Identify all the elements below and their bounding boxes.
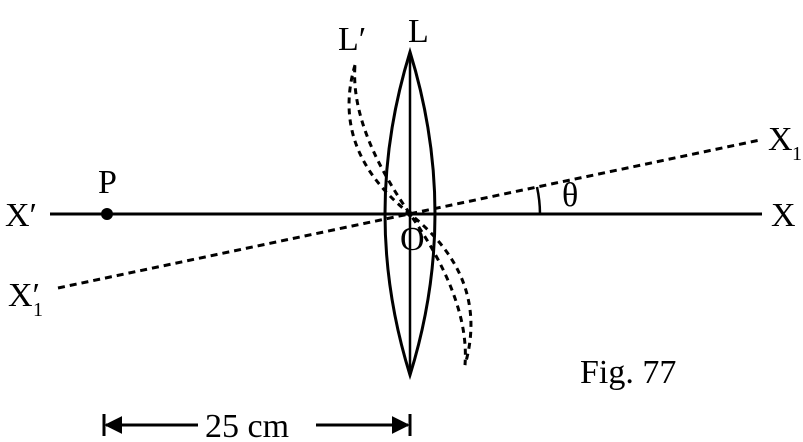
- label-o: O: [400, 221, 425, 258]
- label-theta: θ: [562, 177, 578, 214]
- label-l: L: [408, 13, 429, 50]
- label-l-prime: L′: [338, 21, 366, 58]
- label-x1-prime: X′: [8, 277, 40, 314]
- label-x1-subscript: 1: [792, 143, 802, 165]
- label-x-prime: X′: [5, 197, 37, 234]
- tilted-lens: [347, 64, 473, 366]
- center-o-marker: [407, 211, 413, 217]
- distance-label: 25 cm: [205, 408, 289, 442]
- angle-arc: [535, 186, 542, 215]
- label-p: P: [98, 164, 117, 201]
- point-p-marker: [101, 208, 113, 220]
- label-x1: X: [768, 121, 793, 158]
- label-x1-prime-subscript: 1: [33, 299, 43, 321]
- figure-caption: Fig. 77: [580, 354, 676, 391]
- label-x: X: [771, 197, 796, 234]
